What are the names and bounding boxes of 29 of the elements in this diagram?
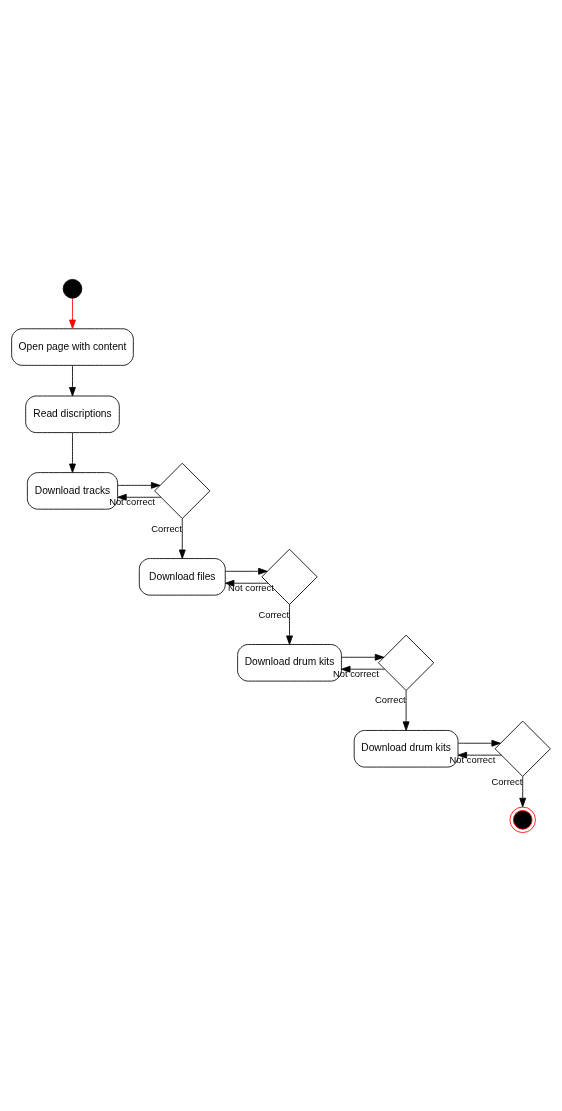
- node-diamond: [154, 462, 211, 519]
- arrow: [69, 364, 76, 396]
- edge-label: Not correct: [333, 668, 379, 679]
- node-diamond: [378, 634, 435, 691]
- edge-label: Correct: [151, 523, 182, 534]
- arrow: [286, 603, 293, 645]
- arrow: [225, 579, 269, 587]
- arrow: [402, 689, 410, 731]
- node-circle: [62, 278, 83, 299]
- edge-label: Not correct: [228, 582, 274, 593]
- arrow: [457, 739, 501, 747]
- arrow: [117, 493, 162, 501]
- arrow: [341, 653, 385, 661]
- arrow: [224, 567, 268, 575]
- edge-label: Correct: [258, 608, 290, 619]
- arrow: [69, 297, 76, 329]
- edge-label: Correct: [375, 694, 406, 705]
- arrow: [178, 517, 186, 559]
- arrow: [457, 751, 502, 759]
- node-box: Download files: [138, 557, 226, 596]
- edge-label: Not correct: [449, 754, 496, 765]
- node-diamond: [494, 720, 551, 777]
- edge-label: Not correct: [109, 496, 155, 507]
- arrow: [519, 775, 527, 807]
- node-box: Read discriptions: [25, 395, 120, 433]
- node-box: Open page with content: [11, 327, 134, 366]
- arrow: [69, 431, 76, 473]
- arrow: [117, 481, 161, 489]
- arrow: [341, 665, 386, 673]
